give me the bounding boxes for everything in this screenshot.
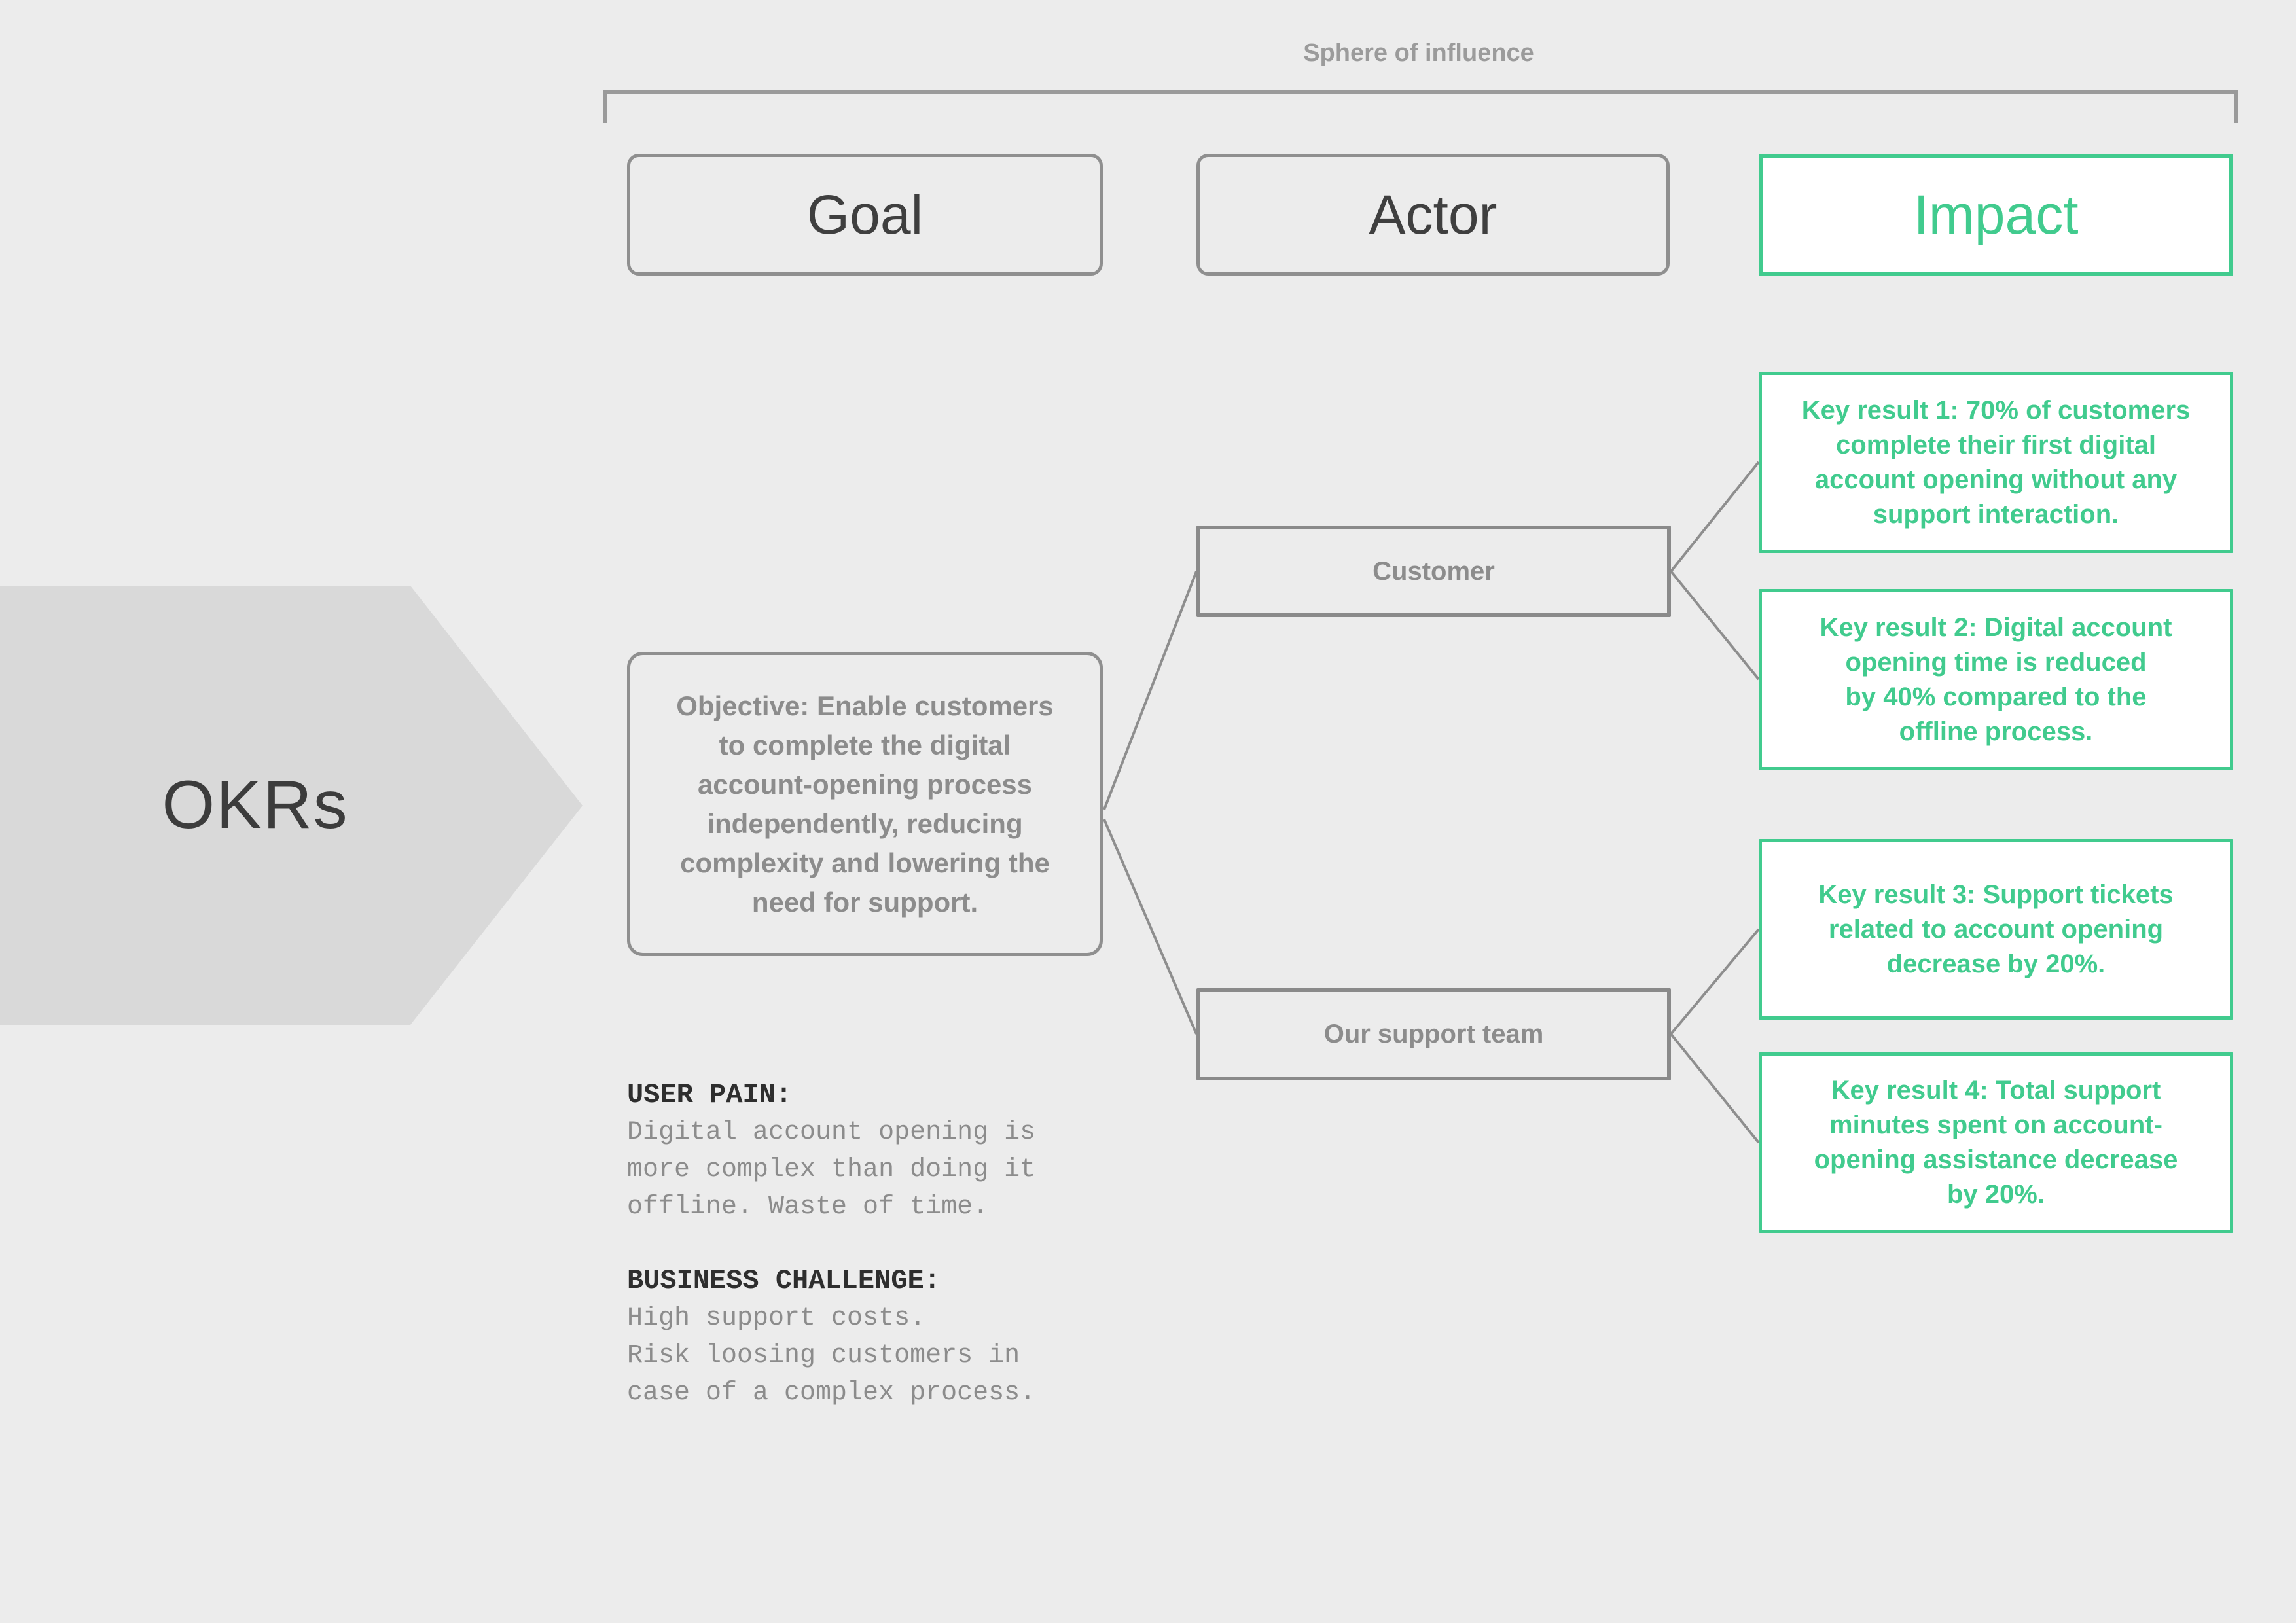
business-challenge-label: BUSINESS CHALLENGE: [627,1265,941,1296]
column-header-impact: Impact [1759,154,2233,276]
column-header-goal: Goal [627,154,1103,276]
connector-support-kr4 [1670,1033,1760,1144]
actor-node-customer: Customer [1196,526,1671,617]
okrs-arrow-shape [0,586,583,1025]
connector-support-kr3 [1670,928,1760,1035]
column-header-actor: Actor [1196,154,1670,276]
key-result-4-card: Key result 4: Total support minutes spen… [1759,1052,2233,1233]
actor-node-support-team: Our support team [1196,988,1671,1080]
objective-node: Objective: Enable customers to complete … [627,652,1103,956]
sphere-of-influence-label: Sphere of influence [1303,39,1534,67]
connector-customer-kr1 [1670,461,1760,573]
connector-objective-customer [1103,571,1198,810]
user-pain-label: USER PAIN: [627,1079,793,1111]
connector-objective-support [1103,819,1198,1035]
impact-label: Impact [1913,184,2079,245]
okrs-label: OKRs [162,767,349,843]
connector-customer-kr2 [1670,570,1760,681]
sphere-of-influence-bracket [603,90,2238,123]
key-result-1-card: Key result 1: 70% of customers complete … [1759,372,2233,553]
key-result-2-card: Key result 2: Digital account opening ti… [1759,589,2233,770]
user-pain-body: Digital account opening is more complex … [627,1118,1036,1222]
goal-label: Goal [806,183,924,245]
business-challenge-body: High support costs. Risk loosing custome… [627,1304,1036,1408]
key-result-3-card: Key result 3: Support tickets related to… [1759,839,2233,1020]
actor-label: Actor [1369,183,1498,245]
notes-block: USER PAIN: Digital account opening is mo… [627,1077,1164,1448]
